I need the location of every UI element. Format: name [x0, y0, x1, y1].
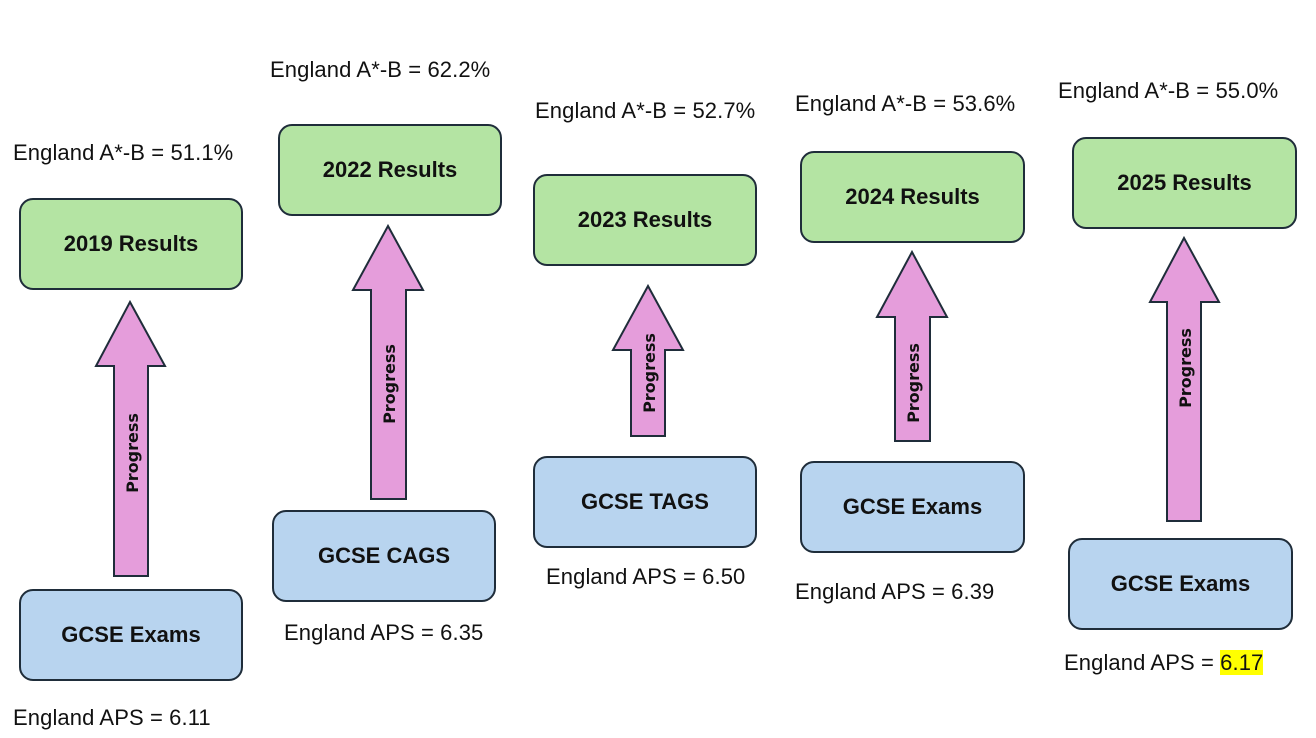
progress-arrow-2024: Progress — [875, 249, 949, 442]
aps-value: 6.39 — [951, 579, 995, 604]
results-label: 2023 Results — [577, 207, 713, 232]
source-label: GCSE Exams — [1110, 571, 1251, 596]
source-label: GCSE CAGS — [317, 543, 451, 568]
progress-arrow-label: Progress — [123, 413, 142, 493]
england-abstar-b-2019: England A*-B = 51.1% — [13, 140, 234, 165]
results-box-2024: 2024 Results — [800, 151, 1025, 243]
source-label: GCSE Exams — [842, 494, 983, 519]
source-label: GCSE Exams — [61, 622, 201, 647]
england-abstar-b-2025: England A*-B = 55.0% — [1058, 78, 1279, 103]
progress-arrow-2022: Progress — [351, 223, 425, 500]
results-label: 2024 Results — [845, 184, 980, 209]
aps-prefix: England APS = — [795, 579, 952, 604]
england-abstar-b-2022: England A*-B = 62.2% — [270, 57, 491, 82]
results-label: 2022 Results — [322, 157, 458, 182]
progress-arrow-label: Progress — [380, 344, 399, 424]
england-aps-2019: England APS = 6.11 — [13, 705, 211, 731]
source-label: GCSE TAGS — [581, 489, 709, 514]
aps-prefix: England APS = — [284, 620, 441, 645]
results-box-2025: 2025 Results — [1072, 137, 1297, 229]
aps-prefix: England APS = — [1064, 650, 1221, 675]
results-box-2023: 2023 Results — [533, 174, 757, 266]
progress-arrow-2025: Progress — [1148, 235, 1221, 522]
progress-arrow-label: Progress — [640, 333, 659, 413]
aps-value-highlighted: 6.17 — [1220, 650, 1264, 675]
england-aps-2024: England APS = 6.39 — [795, 579, 994, 605]
aps-value: 6.50 — [702, 564, 746, 589]
england-abstar-b-2023: England A*-B = 52.7% — [535, 98, 756, 123]
england-aps-2022: England APS = 6.35 — [284, 620, 483, 646]
results-box-2019: 2019 Results — [19, 198, 243, 290]
england-aps-2025: England APS = 6.17 — [1064, 650, 1264, 676]
england-abstar-b-2024: England A*-B = 53.6% — [795, 91, 1016, 116]
aps-value: 6.11 — [169, 705, 211, 730]
aps-prefix: England APS = — [546, 564, 703, 589]
results-label: 2025 Results — [1117, 170, 1252, 195]
aps-value: 6.35 — [440, 620, 484, 645]
source-box-2023: GCSE TAGS — [533, 456, 757, 548]
aps-prefix: England APS = — [13, 705, 170, 730]
results-label: 2019 Results — [63, 231, 199, 256]
source-box-2022: GCSE CAGS — [272, 510, 496, 602]
england-aps-2023: England APS = 6.50 — [546, 564, 745, 590]
results-box-2022: 2022 Results — [278, 124, 502, 216]
progress-arrow-2023: Progress — [611, 283, 685, 437]
progress-arrow-2019: Progress — [94, 299, 167, 577]
source-box-2019: GCSE Exams — [19, 589, 243, 681]
source-box-2025: GCSE Exams — [1068, 538, 1293, 630]
source-box-2024: GCSE Exams — [800, 461, 1025, 553]
progress-arrow-label: Progress — [904, 343, 923, 423]
progress-arrow-label: Progress — [1176, 328, 1195, 408]
